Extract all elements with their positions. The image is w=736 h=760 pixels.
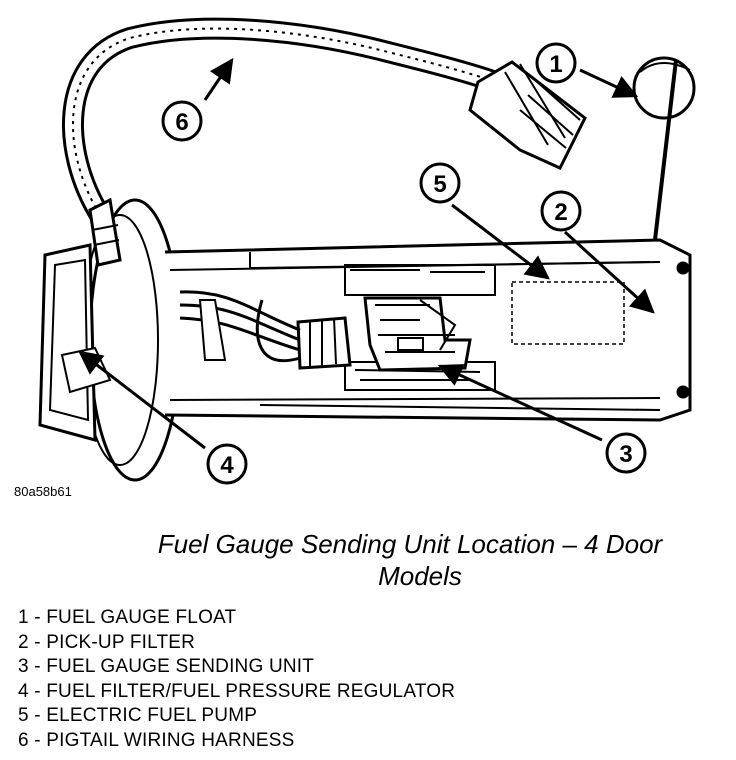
figure-code: 80a58b61 <box>14 484 72 499</box>
legend-item: 4 - FUEL FILTER/FUEL PRESSURE REGULATOR <box>18 680 456 702</box>
sending-unit-assembly <box>363 296 472 372</box>
leader-1 <box>579 68 639 98</box>
legend-item: 3 - FUEL GAUGE SENDING UNIT <box>18 656 315 678</box>
leader-4 <box>78 350 206 450</box>
figure-caption: Fuel Gauge Sending Unit Location – 4 Doo… <box>100 528 720 592</box>
legend-item: 6 - PIGTAIL WIRING HARNESS <box>18 729 295 751</box>
leader-3 <box>437 364 603 442</box>
legend-item: 2 - PICK-UP FILTER <box>18 631 196 653</box>
pigtail-wiring-harness <box>61 17 587 226</box>
callout-5: 5 <box>419 162 461 204</box>
legend-item: 5 - ELECTRIC FUEL PUMP <box>18 705 258 727</box>
callout-3: 3 <box>605 432 647 474</box>
leader-arrows <box>78 58 655 450</box>
svg-text:3: 3 <box>619 441 632 468</box>
legend-item: 1 - FUEL GAUGE FLOAT <box>18 607 237 628</box>
leader-5 <box>451 203 550 280</box>
pump-module-body <box>38 197 692 482</box>
callout-6: 6 <box>161 100 203 142</box>
harness-connector <box>468 60 587 170</box>
pump-wire-connector <box>296 316 352 370</box>
fuel-pump-module-diagram: 1 2 3 4 5 6 <box>38 17 696 485</box>
svg-text:5: 5 <box>433 171 446 198</box>
svg-text:6: 6 <box>175 109 188 136</box>
caption-line-2: Models <box>378 561 462 591</box>
svg-text:1: 1 <box>549 51 562 78</box>
svg-text:2: 2 <box>554 199 567 226</box>
callout-2: 2 <box>540 190 582 232</box>
caption-line-1: Fuel Gauge Sending Unit Location – 4 Doo… <box>157 529 663 559</box>
callout-1: 1 <box>535 42 577 84</box>
leader-6 <box>203 58 234 101</box>
callout-4: 4 <box>206 443 248 485</box>
parts-legend: 1 - FUEL GAUGE FLOAT 2 - PICK-UP FILTER … <box>18 606 455 754</box>
leader-2 <box>563 230 655 314</box>
svg-text:4: 4 <box>220 452 234 479</box>
